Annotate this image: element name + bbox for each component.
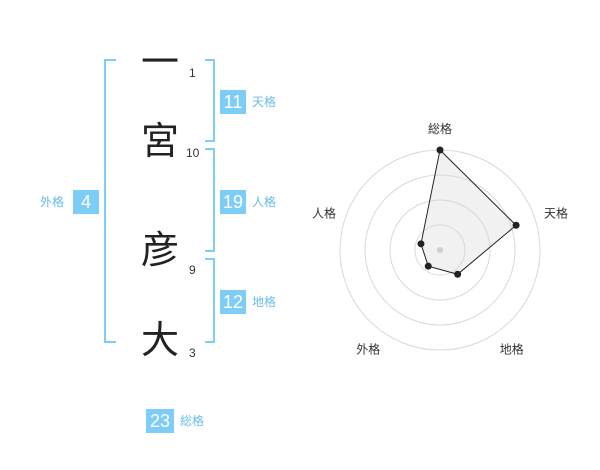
stroke-count-2: 10 xyxy=(186,146,200,160)
soukaku-badge: 23 xyxy=(146,409,174,433)
jinkaku-label: 人格 xyxy=(252,195,277,209)
radar-axis-label: 人格 xyxy=(312,205,336,220)
radar-point xyxy=(424,262,432,270)
gaikaku-label: 外格 xyxy=(40,195,65,209)
chikaku-badge: 12 xyxy=(220,290,246,314)
name-char-3: 彦 xyxy=(140,228,179,272)
radar-ring xyxy=(414,224,466,276)
radar-ring xyxy=(364,174,516,326)
tenkaku-bracket xyxy=(205,59,215,142)
radar-point xyxy=(512,221,520,229)
name-char-4: 大 xyxy=(140,318,179,362)
radar-axis-label: 地格 xyxy=(500,342,524,357)
jinkaku-badge: 19 xyxy=(220,190,246,214)
radar-axis-label: 天格 xyxy=(544,205,568,220)
gaikaku-badge: 4 xyxy=(73,190,99,214)
name-char-2: 宮 xyxy=(140,119,179,163)
stroke-count-1: 1 xyxy=(189,66,196,80)
gaikaku-bracket xyxy=(104,59,116,343)
chikaku-bracket xyxy=(205,258,215,343)
radar-point xyxy=(436,146,444,154)
radar-ring xyxy=(389,199,491,301)
stroke-count-3: 9 xyxy=(189,263,196,277)
radar-center-dot xyxy=(437,247,443,253)
name-char-1: 一 xyxy=(140,40,179,84)
tenkaku-badge: 11 xyxy=(220,90,246,114)
radar-point xyxy=(417,240,425,248)
tenkaku-label: 天格 xyxy=(252,95,277,109)
jinkaku-bracket xyxy=(205,148,215,252)
radar-axis-label: 総格 xyxy=(428,121,452,136)
stroke-count-4: 3 xyxy=(189,346,196,360)
chikaku-label: 地格 xyxy=(252,295,277,309)
soukaku-label: 総格 xyxy=(180,414,205,428)
radar-point xyxy=(454,270,462,278)
radar-axis-label: 外格 xyxy=(356,342,380,357)
radar-polygon xyxy=(420,148,517,275)
